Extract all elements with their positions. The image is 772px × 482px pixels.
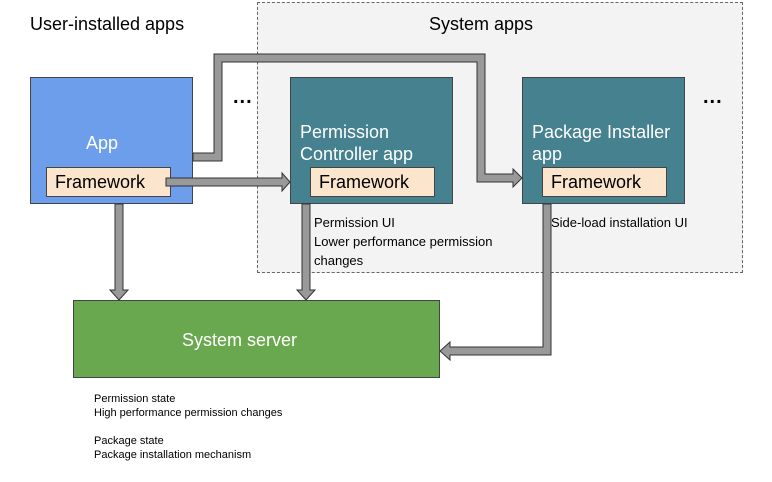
- high-perf-note: High performance permission changes: [94, 407, 283, 419]
- system-server-label: System server: [182, 330, 298, 350]
- package-installer-label-line2: app: [532, 144, 563, 164]
- permission-controller-label-line2: Controller app: [300, 144, 414, 164]
- system-server-box: System server: [73, 300, 440, 378]
- more-user-apps-ellipsis: ...: [233, 86, 253, 108]
- permission-controller-label-line1: Permission: [300, 122, 390, 142]
- arrow-app-to-system-server: [108, 203, 130, 301]
- arrow-permission-controller-to-system-server: [295, 203, 317, 301]
- lower-perf-note-line2: changes: [314, 253, 364, 268]
- permission-ui-note: Permission UI: [314, 215, 395, 230]
- package-installer-framework-box: Framework: [542, 167, 667, 197]
- app-label: App: [86, 133, 119, 153]
- system-apps-title: System apps: [429, 14, 534, 34]
- package-installer-label-line1: Package Installer: [532, 122, 671, 142]
- package-state-note: Package state: [94, 435, 164, 447]
- arrow-app-to-package-installer: [192, 53, 523, 189]
- app-framework-box: Framework: [46, 167, 171, 197]
- package-mechanism-note: Package installation mechanism: [94, 449, 252, 461]
- arrow-package-installer-to-system-server: [439, 203, 552, 362]
- permission-state-note: Permission state: [94, 393, 176, 405]
- side-load-installation-note: Side-load installation UI: [551, 215, 688, 230]
- permission-controller-framework-box: Framework: [310, 167, 435, 197]
- user-installed-apps-title: User-installed apps: [30, 14, 185, 34]
- lower-perf-note-line1: Lower performance permission: [314, 234, 493, 249]
- more-system-apps-ellipsis: ...: [703, 86, 723, 108]
- arrow-framework-to-permission-controller: [165, 171, 291, 193]
